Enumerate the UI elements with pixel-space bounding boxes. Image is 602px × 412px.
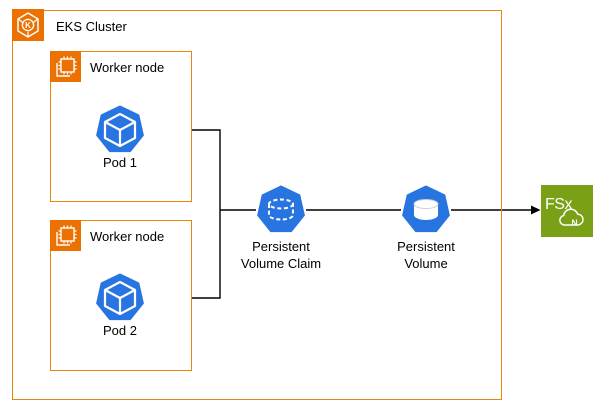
eks-cluster-box — [12, 10, 502, 400]
ec2-instance-icon — [50, 51, 81, 82]
persistent-volume-label: Persistent Volume — [361, 239, 491, 272]
fsx-cloud-letter: N — [572, 218, 578, 228]
pvc-label-line1: Persistent — [252, 239, 310, 254]
pv-label-line1: Persistent — [397, 239, 455, 254]
fsx-icon-text: FSx — [545, 196, 572, 213]
ec2-instance-icon — [50, 220, 81, 251]
arrowhead-icon — [531, 205, 541, 215]
pod-1-label: Pod 1 — [103, 155, 137, 170]
worker-node-1-label: Worker node — [90, 60, 165, 75]
fsx-cloud-icon — [559, 208, 584, 226]
persistent-volume-icon — [402, 185, 450, 233]
eks-cluster-icon: K — [12, 9, 44, 41]
pod-2-icon — [96, 273, 144, 321]
pod-1-icon — [96, 105, 144, 153]
eks-cluster-label: EKS Cluster — [56, 19, 127, 34]
eks-icon-letter: K — [25, 21, 31, 30]
pod-2-label: Pod 2 — [103, 323, 137, 338]
pvc-label-line2: Volume Claim — [240, 255, 322, 271]
worker-node-2-label: Worker node — [90, 229, 165, 244]
pv-label-line2: Volume — [404, 255, 448, 271]
persistent-volume-claim-label: Persistent Volume Claim — [216, 239, 346, 272]
persistent-volume-claim-icon — [257, 185, 305, 233]
fsx-netapp-ontap-icon: FSx N — [541, 185, 593, 237]
